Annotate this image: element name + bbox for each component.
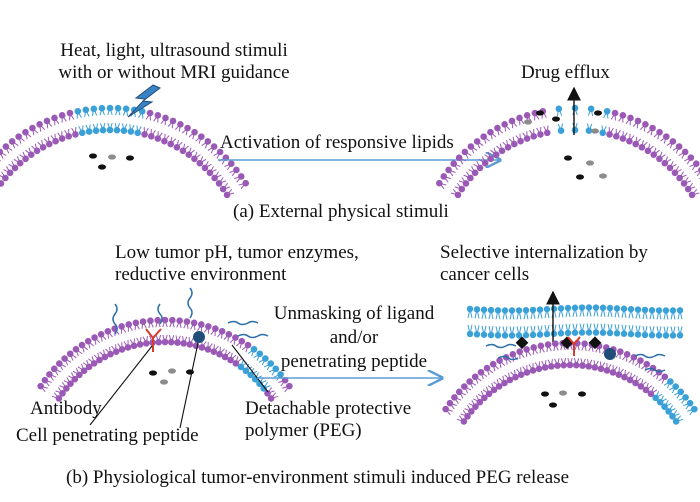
stimuli-label: Heat, light, ultrasound stimuli with or …	[24, 40, 324, 84]
cell-penetrating-peptide-label: Cell penetrating peptide	[16, 425, 199, 446]
stimuli-line-2: with or without MRI guidance	[58, 62, 290, 83]
leader-lines	[89, 342, 269, 429]
membrane-a-left	[0, 104, 249, 199]
membrane-b-left	[37, 316, 293, 402]
membrane-a-right	[436, 104, 700, 199]
drug-molecules-b-right	[541, 390, 586, 408]
penetrating-peptide-marker	[193, 331, 205, 343]
peg-line-2: polymer (PEG)	[245, 420, 362, 441]
drug-molecules-a-left	[89, 153, 134, 170]
internal-line-1: Selective internalization by	[440, 242, 648, 263]
internal-line-2: cancer cells	[440, 264, 530, 285]
unmasking-line-1: Unmasking of ligand	[273, 303, 435, 324]
unmasking-line-2: and/or	[329, 327, 379, 348]
internalization-label: Selective internalization by cancer cell…	[440, 242, 648, 286]
drug-molecules-b-left	[149, 368, 194, 385]
released-peg-chains	[485, 343, 666, 373]
drug-efflux-label: Drug efflux	[521, 62, 610, 83]
tumor-env-label: Low tumor pH, tumor enzymes, reductive e…	[115, 242, 359, 286]
env-line-1: Low tumor pH, tumor enzymes,	[115, 242, 359, 263]
antibody-icon	[145, 328, 162, 352]
cancer-cell-membrane	[466, 304, 684, 339]
unmasking-line-3: penetrating peptide	[280, 351, 428, 372]
drug-molecules-a-right	[524, 110, 607, 180]
peg-line-1: Detachable protective	[245, 398, 412, 419]
peg-label: Detachable protective polymer (PEG)	[245, 398, 411, 442]
membrane-b-right	[442, 339, 698, 425]
caption-b: (b) Physiological tumor-environment stim…	[66, 467, 570, 488]
antibody-label: Antibody	[30, 398, 102, 419]
unmasking-label: Unmasking of ligand and/or penetrating p…	[258, 302, 450, 374]
peg-chains-b-left	[112, 287, 269, 339]
lightning-bolt-icon	[127, 84, 161, 118]
activation-label: Activation of responsive lipids	[220, 132, 454, 153]
env-line-2: reductive environment	[115, 264, 287, 285]
caption-a: (a) External physical stimuli	[233, 201, 449, 222]
stimuli-line-1: Heat, light, ultrasound stimuli	[60, 40, 288, 61]
